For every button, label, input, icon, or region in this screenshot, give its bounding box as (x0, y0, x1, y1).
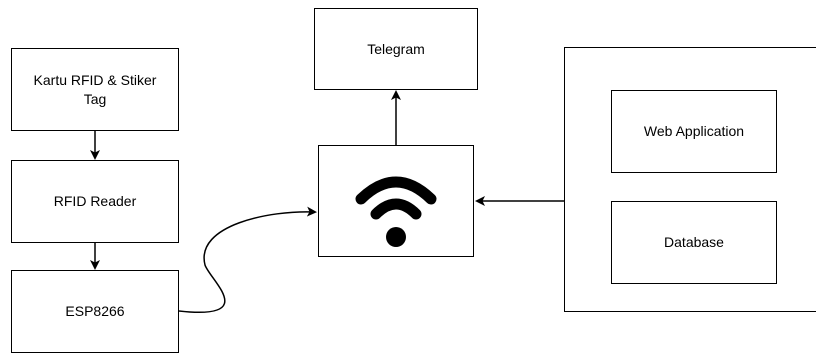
node-database: Database (611, 201, 777, 284)
node-web-application-label: Web Application (643, 123, 745, 140)
node-database-label: Database (664, 234, 724, 251)
node-rfid-reader-label: RFID Reader (53, 193, 137, 210)
node-telegram: Telegram (314, 8, 478, 90)
node-internet (318, 145, 474, 257)
node-rfid-card-label: Kartu RFID & Stiker Tag (33, 72, 157, 107)
arrow-esp-to-internet (178, 206, 317, 313)
node-rfid-card: Kartu RFID & Stiker Tag (11, 48, 179, 131)
node-esp8266-label: ESP8266 (65, 303, 125, 320)
node-web-application: Web Application (611, 90, 777, 173)
node-rfid-reader: RFID Reader (11, 160, 179, 243)
wifi-icon (355, 176, 437, 247)
node-telegram-label: Telegram (367, 40, 425, 57)
node-esp8266: ESP8266 (11, 270, 179, 353)
